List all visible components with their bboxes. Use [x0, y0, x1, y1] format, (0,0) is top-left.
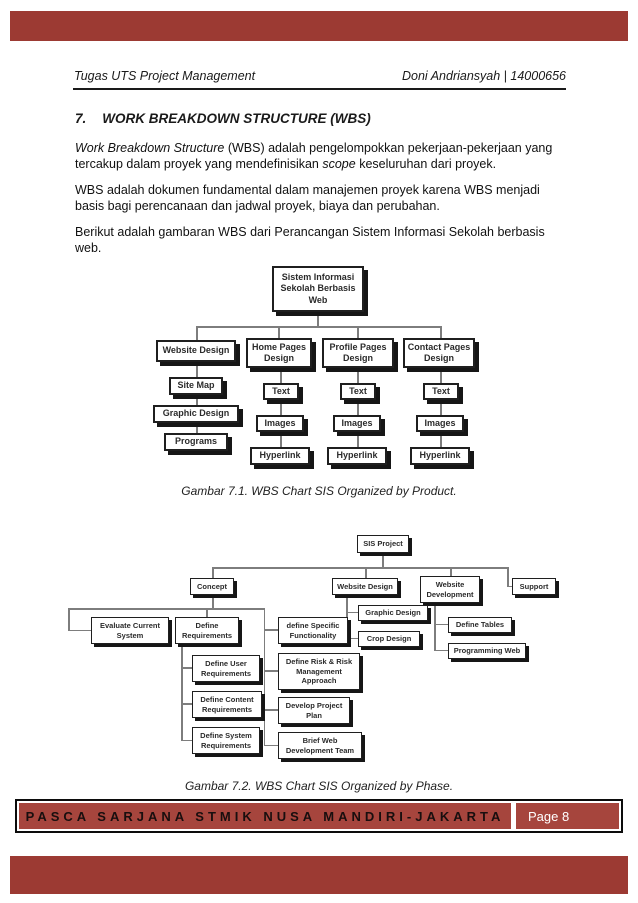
- wbs-node: Contact Pages Design: [403, 338, 475, 368]
- bottom-decorative-bar: [10, 856, 628, 894]
- wbs-node: Sistem Informasi Sekolah Berbasis Web: [272, 266, 364, 312]
- wbs-node: Brief Web Development Team: [278, 732, 362, 759]
- text-run: scope: [322, 157, 356, 171]
- connector-line: [507, 567, 509, 587]
- wbs-node: Concept: [190, 578, 234, 595]
- wbs-node: Define User Requirements: [192, 655, 260, 682]
- connector-line: [357, 400, 359, 415]
- connector-line: [181, 703, 192, 705]
- connector-line: [263, 608, 265, 746]
- connector-line: [206, 608, 208, 617]
- connector-line: [212, 595, 214, 608]
- connector-line: [212, 567, 508, 569]
- wbs-node: Programs: [164, 433, 228, 451]
- connector-line: [181, 739, 192, 741]
- wbs-node: define Specific Functionality: [278, 617, 348, 644]
- connector-line: [382, 553, 384, 567]
- wbs-node: Home Pages Design: [246, 338, 312, 368]
- connector-line: [181, 667, 192, 669]
- connector-line: [365, 567, 367, 578]
- figure-caption-7-1: Gambar 7.1. WBS Chart SIS Organized by P…: [181, 484, 457, 498]
- footer-bar: PASCA SARJANA STMIK NUSA MANDIRI-JAKARTA…: [15, 799, 623, 833]
- connector-line: [68, 629, 91, 631]
- connector-line: [434, 623, 448, 625]
- wbs-node: Graphic Design: [358, 605, 428, 621]
- connector-line: [434, 603, 436, 651]
- wbs-node: Text: [263, 383, 299, 400]
- header-document-title: Tugas UTS Project Management: [74, 69, 256, 83]
- connector-line: [280, 400, 282, 415]
- text-run: keseluruhan dari proyek.: [355, 157, 497, 171]
- connector-line: [68, 608, 70, 631]
- figure-caption-7-2: Gambar 7.2. WBS Chart SIS Organized by P…: [184, 779, 454, 793]
- paragraph-wbs-fundamental: WBS adalah dokumen fundamental dalam man…: [75, 183, 540, 213]
- header-rule: [73, 88, 566, 90]
- text-run: (WBS) adalah pengelompokkan pekerjaan-pe…: [75, 141, 553, 171]
- connector-line: [196, 326, 442, 328]
- wbs-node: Define Content Requirements: [192, 691, 262, 718]
- paragraph-wbs-intro: Berikut adalah gambaran WBS dari Peranca…: [75, 225, 545, 255]
- connector-line: [212, 567, 214, 578]
- section-title: WORK BREAKDOWN STRUCTURE (WBS): [102, 111, 371, 126]
- connector-line: [280, 368, 282, 383]
- connector-line: [263, 709, 279, 711]
- connector-line: [450, 567, 452, 576]
- connector-line: [440, 400, 442, 415]
- wbs-node: Text: [423, 383, 459, 400]
- connector-line: [278, 326, 280, 338]
- wbs-node: Programming Web: [448, 643, 526, 659]
- wbs-node: Text: [340, 383, 376, 400]
- connector-line: [507, 585, 513, 587]
- connector-line: [263, 629, 279, 631]
- section-number: 7.: [75, 111, 87, 126]
- wbs-node: Site Map: [169, 377, 223, 395]
- connector-line: [346, 611, 358, 613]
- wbs-node: Define Risk & Risk Management Approach: [278, 653, 360, 690]
- connector-line: [317, 312, 319, 326]
- connector-line: [280, 432, 282, 447]
- connector-line: [263, 744, 279, 746]
- wbs-node: Graphic Design: [153, 405, 239, 423]
- wbs-node: Profile Pages Design: [322, 338, 394, 368]
- wbs-node: Hyperlink: [327, 447, 387, 465]
- connector-line: [196, 362, 198, 377]
- wbs-node: Images: [416, 415, 464, 432]
- connector-line: [440, 368, 442, 383]
- connector-line: [263, 670, 279, 672]
- wbs-node: SIS Project: [357, 535, 409, 553]
- wbs-node: Crop Design: [358, 631, 420, 647]
- wbs-node: Website Development: [420, 576, 480, 603]
- connector-line: [196, 423, 198, 433]
- wbs-node: Define System Requirements: [192, 727, 260, 754]
- footer-institution-cell: PASCA SARJANA STMIK NUSA MANDIRI-JAKARTA: [19, 803, 511, 829]
- paragraph-wbs-definition: Work Breakdown Structure (WBS) adalah pe…: [75, 140, 568, 172]
- top-decorative-bar: [10, 11, 628, 41]
- connector-line: [440, 326, 442, 338]
- wbs-node: Support: [512, 578, 556, 595]
- wbs-node: Images: [256, 415, 304, 432]
- wbs-node: Define Requirements: [175, 617, 239, 644]
- connector-line: [434, 649, 448, 651]
- connector-line: [440, 432, 442, 447]
- connector-line: [196, 326, 198, 340]
- wbs-node: Hyperlink: [410, 447, 470, 465]
- wbs-node: Develop Project Plan: [278, 697, 350, 724]
- section-heading: 7. WORK BREAKDOWN STRUCTURE (WBS): [75, 111, 371, 126]
- text-run: Work Breakdown Structure: [75, 141, 225, 155]
- connector-line: [68, 608, 265, 610]
- connector-line: [357, 326, 359, 338]
- connector-line: [196, 395, 198, 405]
- wbs-node: Define Tables: [448, 617, 512, 633]
- header-author-id: Doni Andriansyah | 14000656: [401, 69, 566, 83]
- wbs-node: Website Design: [156, 340, 236, 362]
- wbs-node: Evaluate Current System: [91, 617, 169, 644]
- footer-page-number-cell: Page 8: [516, 803, 619, 829]
- connector-line: [181, 644, 183, 741]
- connector-line: [346, 637, 358, 639]
- wbs-node: Website Design: [332, 578, 398, 595]
- wbs-node: Images: [333, 415, 381, 432]
- wbs-node: Hyperlink: [250, 447, 310, 465]
- connector-line: [357, 432, 359, 447]
- connector-line: [357, 368, 359, 383]
